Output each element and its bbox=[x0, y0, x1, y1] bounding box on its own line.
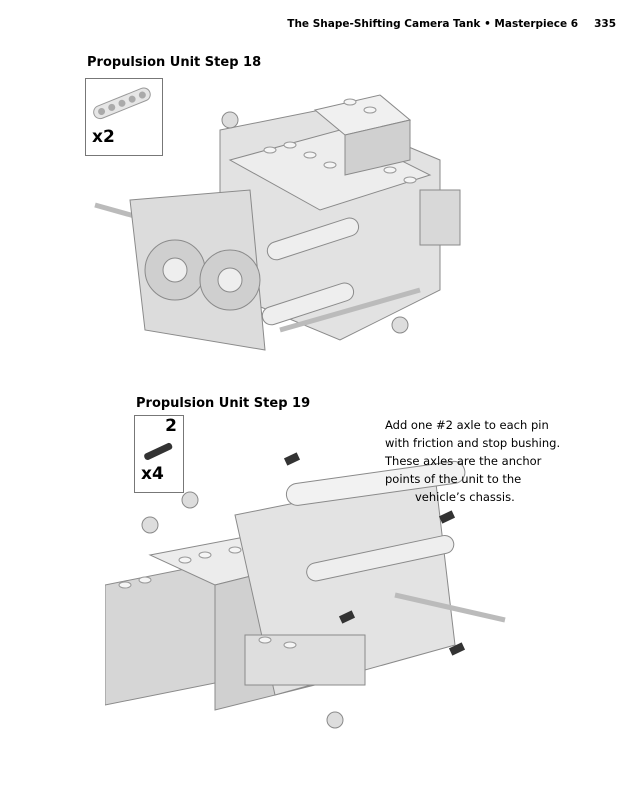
step-18-title: Propulsion Unit Step 18 bbox=[87, 55, 262, 70]
step-19-quantity: x4 bbox=[141, 464, 164, 484]
instruction-line: These axles are the anchor bbox=[385, 454, 542, 468]
book-section: The Shape-Shifting Camera Tank • Masterp… bbox=[287, 18, 579, 30]
instruction-line: with friction and stop bushing. bbox=[385, 436, 561, 450]
instruction-line: vehicle’s chassis. bbox=[415, 490, 515, 504]
step-18-assembly-illustration bbox=[94, 94, 461, 351]
page-number: 335 bbox=[594, 18, 616, 30]
step-18-quantity: x2 bbox=[92, 127, 115, 147]
step-19-instructions: Add one #2 axle to each pin with frictio… bbox=[385, 416, 635, 506]
instruction-line: points of the unit to the bbox=[385, 472, 522, 486]
instruction-line: Add one #2 axle to each pin bbox=[385, 418, 549, 432]
running-head: The Shape-Shifting Camera Tank • Masterp… bbox=[287, 18, 616, 30]
step-19-title: Propulsion Unit Step 19 bbox=[136, 396, 311, 411]
axle-2-icon bbox=[144, 442, 173, 460]
technic-beam-5-icon bbox=[93, 87, 151, 120]
axle-length-label: 2 bbox=[165, 416, 177, 436]
step-19-assembly-illustration bbox=[105, 452, 506, 729]
step-19-parts-box: 2 x4 bbox=[134, 415, 184, 493]
step-18-parts-box: x2 bbox=[85, 78, 163, 156]
